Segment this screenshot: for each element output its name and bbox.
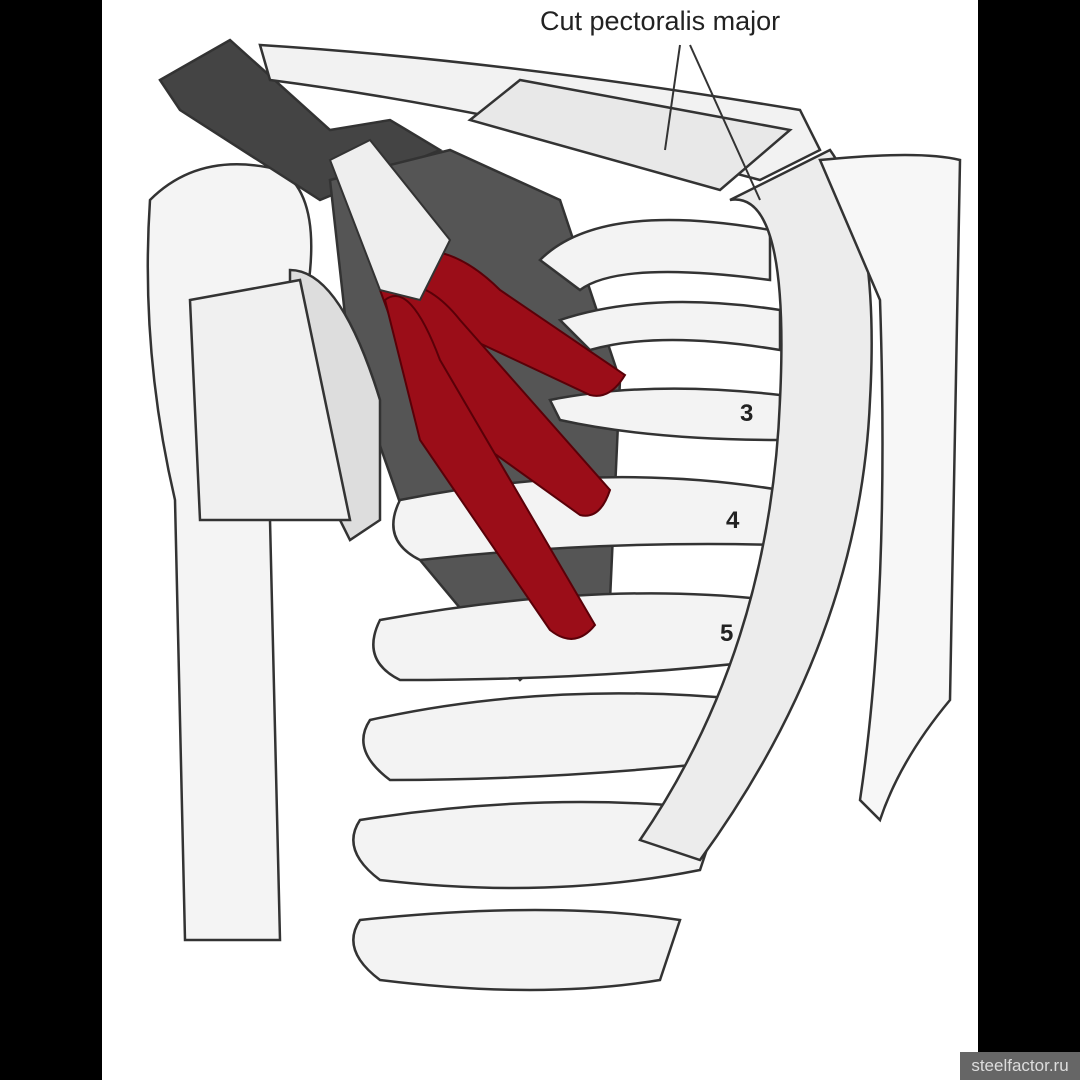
cut-pectoralis-lower	[638, 148, 873, 862]
pectoralis-minor	[378, 249, 627, 640]
rib	[352, 800, 722, 890]
label-leaders	[664, 44, 761, 201]
coracoid-tendon	[328, 138, 452, 302]
rib	[362, 692, 752, 782]
cut-pectoralis-upper	[467, 78, 793, 192]
rib	[352, 908, 682, 992]
muscle-slip-5	[383, 295, 597, 640]
rib	[538, 218, 772, 292]
watermark: steelfactor.ru	[960, 1052, 1080, 1080]
rib-label-5: 5	[720, 620, 734, 647]
sternum-ribcage	[818, 153, 962, 823]
label-cut-pectoralis-major: Cut pectoralis major	[540, 6, 781, 36]
rib-label-3: 3	[740, 400, 754, 427]
deltoid-insertion	[188, 278, 352, 522]
humerus	[146, 163, 313, 942]
rib	[557, 300, 782, 352]
rib-label-4: 4	[726, 507, 740, 534]
